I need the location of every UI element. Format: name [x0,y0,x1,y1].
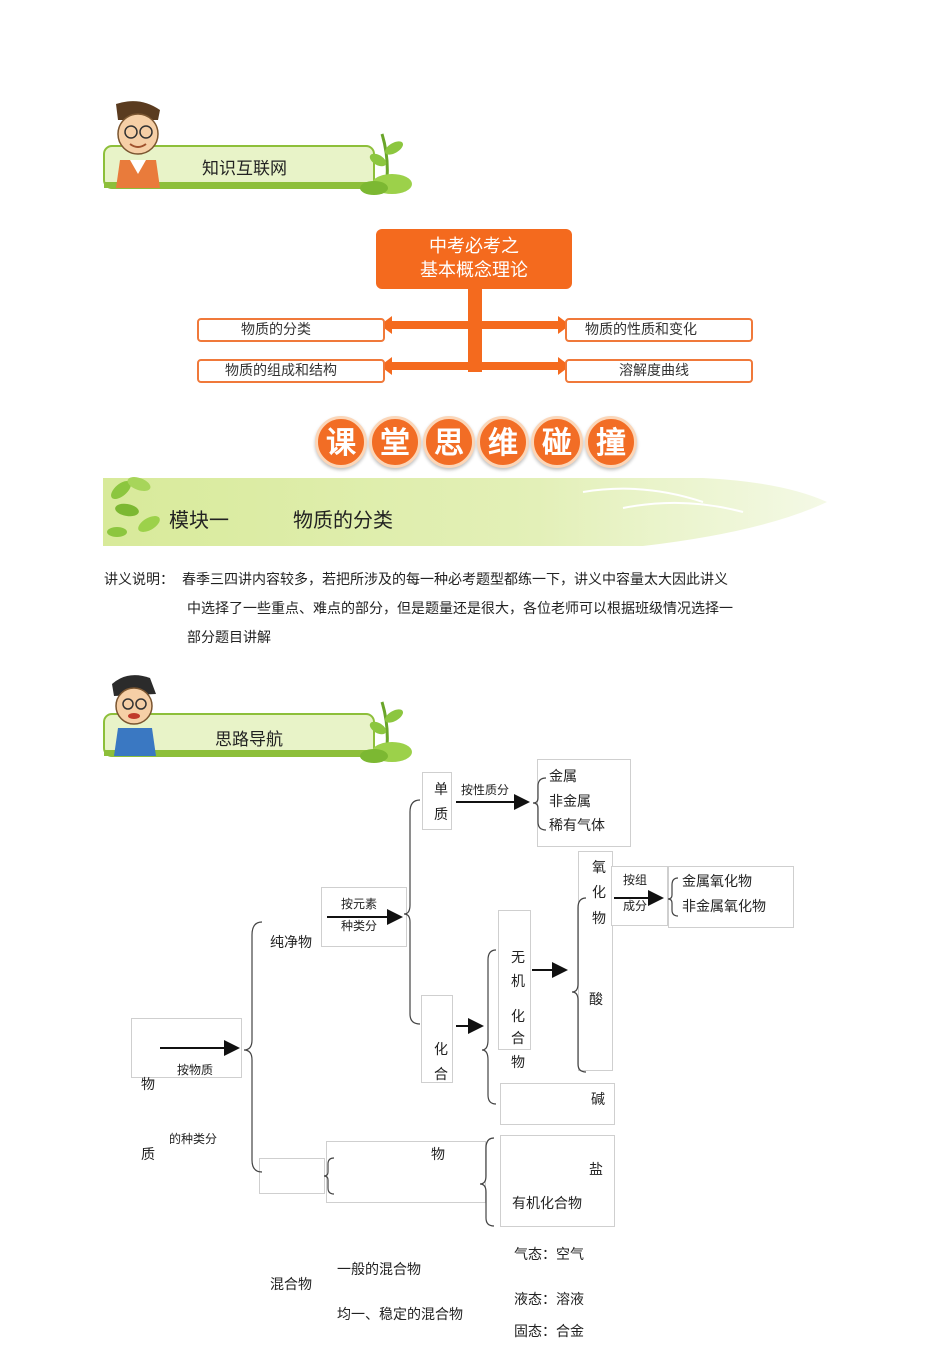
module-banner: 模块一 物质的分类 [103,472,827,550]
oxide-char: 化 [592,885,606,901]
knowledge-net-header: 知识互联网 [100,100,420,200]
by-composition-label: 成分 [623,899,648,913]
root-char: 质 [141,1147,155,1163]
oxide-types-box [668,866,794,928]
gas-state-label: 气态：空气 [514,1247,584,1263]
notes-label: 讲义说明： [104,572,174,588]
concept-center-line1: 中考必考之 [429,236,519,257]
section-title: 知识互联网 [202,159,287,179]
by-composition-label: 按组 [623,873,648,887]
section-title: 思路导航 [215,730,283,750]
inorganic-box [498,910,531,1050]
module-label: 模块一 [169,508,229,532]
notes-line: 春季三四讲内容较多，若把所涉及的每一种必考题型都练一下，讲义中容量太大因此讲义 [182,572,728,588]
by-property-label: 按性质分 [461,783,510,797]
noble-gas-label: 稀有气体 [549,818,605,834]
concept-composition-box: 物质的组成和结构 [197,359,385,383]
mixture-label: 混合物 [270,1277,312,1293]
notes-line: 部分题目讲解 [187,630,271,646]
nonmetal-oxide-label: 非金属氧化物 [682,899,766,915]
oxide-char: 物 [592,911,606,927]
metal-label: 金属 [549,769,577,785]
thinking-nav-header: 思路导航 [100,672,420,772]
compound-bottom-box [326,1141,486,1203]
concept-classification-box: 物质的分类 [197,318,385,342]
slogan-char: 维 [477,416,529,468]
concept-solubility-box: 溶解度曲线 [565,359,753,383]
root-box [131,1018,159,1078]
inorganic-char: 物 [511,1055,525,1071]
oxide-char: 氧 [592,860,606,876]
general-mixture-label: 一般的混合物 [337,1262,421,1278]
metal-oxide-label: 金属氧化物 [682,874,752,890]
concept-connectors [380,288,570,375]
module-title: 物质的分类 [293,508,393,532]
element-types-box [537,759,631,847]
base-box [500,1083,615,1125]
inorganic-char: 机 [511,974,525,990]
compound-char: 物 [431,1147,445,1163]
base-label: 碱 [591,1092,605,1108]
concept-center-box: 中考必考之 基本概念理论 [376,229,572,289]
by-substance-label: 按物质 [177,1063,214,1077]
organic-label: 有机化合物 [512,1196,582,1212]
by-element-label: 按元素 [341,897,378,911]
liquid-state-label: 液态：溶液 [514,1292,584,1308]
teacher-cartoon-icon [103,101,412,195]
notes-line: 中选择了一些重点、难点的部分，但是题量还是很大，各位老师可以根据班级情况选择一 [187,601,733,617]
simple-substance-char: 单 [434,782,448,798]
pure-bottom-box [259,1158,325,1194]
compound-char: 合 [434,1067,448,1083]
lecture-notes: 讲义说明： 春季三四讲内容较多，若把所涉及的每一种必考题型都练一下，讲义中容量太大… [104,566,733,653]
slogan-char: 堂 [369,416,421,468]
inorganic-char: 无 [511,950,525,966]
compound-char: 化 [434,1042,448,1058]
inorganic-char: 化 [511,1009,525,1025]
by-element-label: 种类分 [341,919,378,933]
pure-substance-label: 纯净物 [270,935,312,951]
nonmetal-label: 非金属 [549,794,591,810]
inorganic-char: 合 [511,1031,525,1047]
concept-center-line2: 基本概念理论 [420,260,528,281]
simple-substance-box [422,772,452,830]
slogan-char: 碰 [531,416,583,468]
uniform-mixture-label: 均一、稳定的混合物 [337,1307,463,1323]
solid-state-label: 固态：合金 [514,1324,584,1340]
leaf-banner-icon [103,477,827,546]
boy-cartoon-icon [103,675,412,763]
slogan-char: 思 [423,416,475,468]
salt-label: 盐 [589,1162,603,1178]
simple-substance-char: 质 [434,807,448,823]
compound-box [421,995,453,1083]
concept-properties-box: 物质的性质和变化 [565,318,753,342]
acid-label: 酸 [589,992,603,1008]
by-substance-label: 的种类分 [169,1132,218,1146]
root-char: 物 [141,1077,155,1093]
slogan-char: 撞 [585,416,637,468]
salt-organic-box [500,1135,615,1227]
slogan-char: 课 [315,416,367,468]
oxide-column-box [578,851,613,1071]
